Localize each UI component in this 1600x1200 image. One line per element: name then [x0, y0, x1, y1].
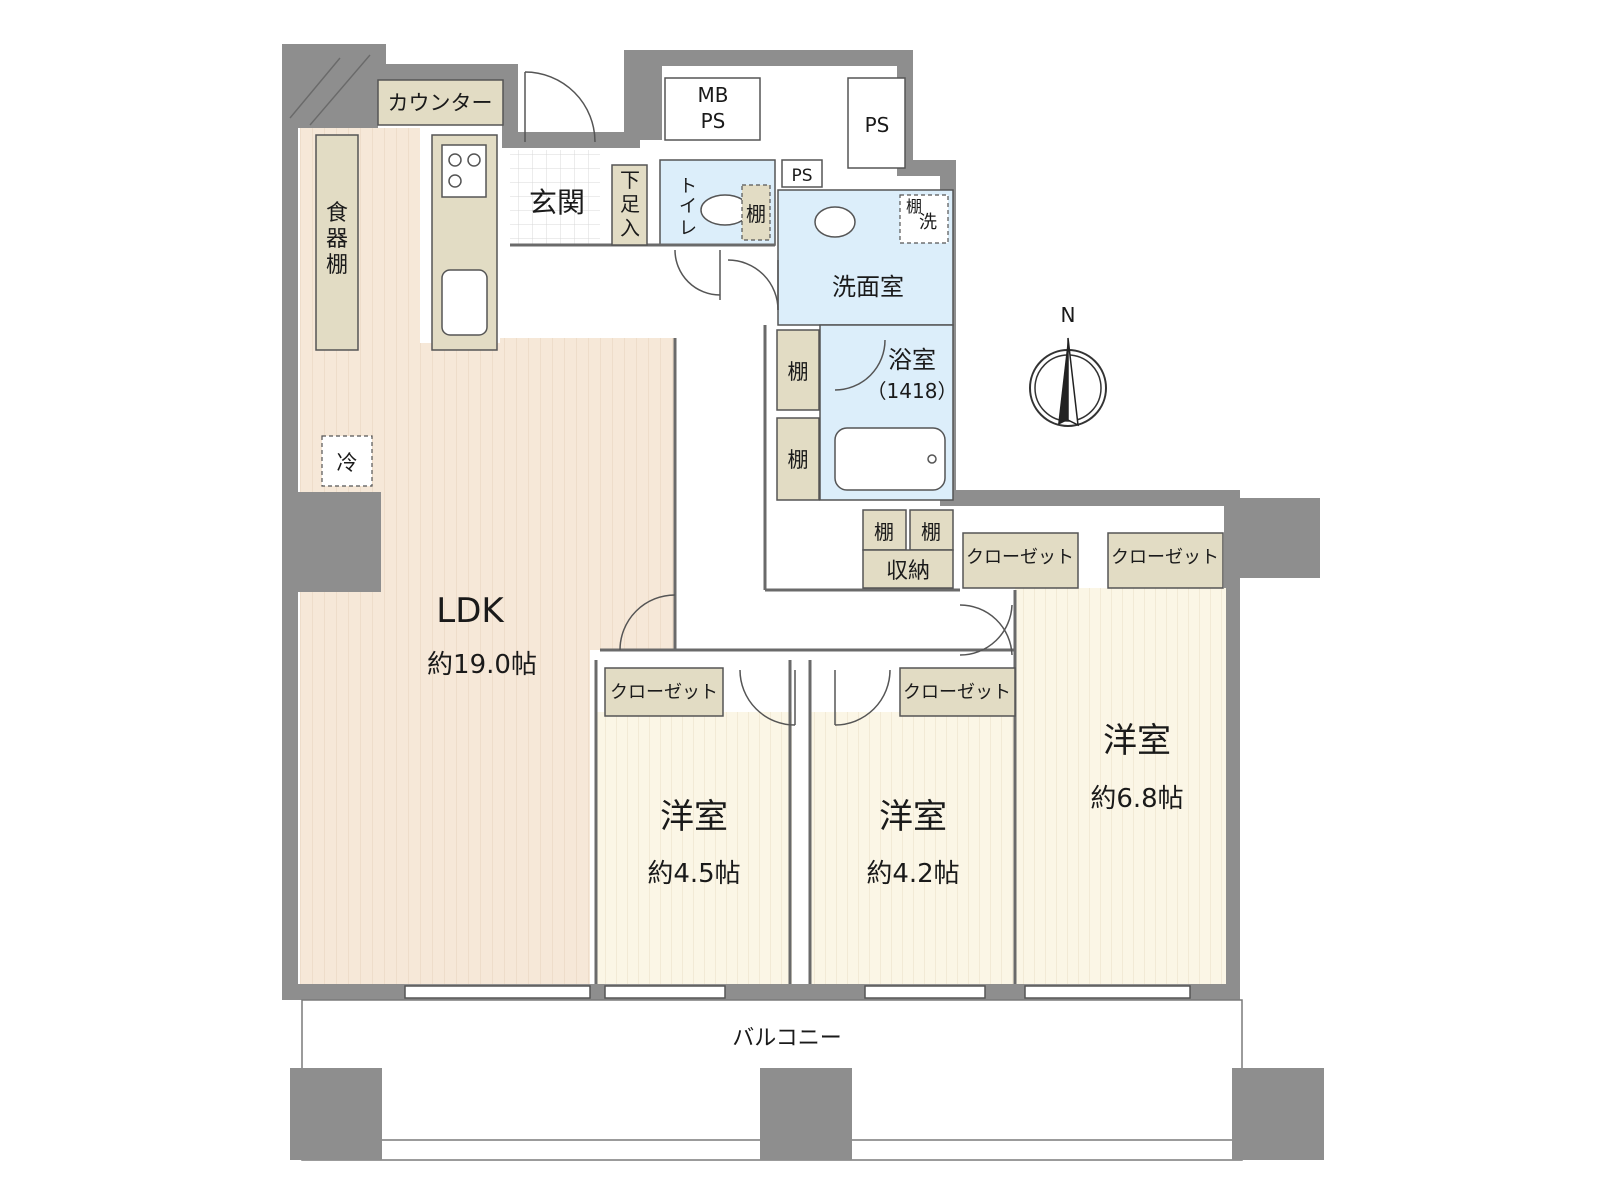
western-room-b-label: 洋室 [879, 797, 947, 837]
western-room-a-label: 洋室 [660, 797, 728, 837]
western-room-c-label: 洋室 [1103, 721, 1171, 761]
washroom-door [727, 259, 779, 311]
inner-walls [510, 243, 1017, 984]
western-room-b-size: 約4.2帖 [866, 859, 959, 889]
ldk-floor [300, 128, 675, 984]
kitchen-sink [441, 269, 488, 336]
closet-c2 [1107, 532, 1224, 589]
counter [377, 79, 504, 126]
shoe-box-label-1: 下 [620, 168, 640, 192]
closet-a [604, 667, 724, 717]
shoe-box-label-3: 入 [620, 216, 640, 240]
dish-shelf-label-1: 食 [326, 201, 348, 226]
western-room-a-size: 約4.5帖 [647, 859, 740, 889]
fridge-label: 冷 [337, 451, 358, 475]
hall-shelf-2 [776, 417, 820, 501]
western-room-b-floor [810, 712, 1015, 984]
storage-shelf-2 [909, 509, 954, 551]
compass-north: N [1061, 303, 1076, 327]
balcony [290, 999, 1324, 1161]
wash-basin [814, 206, 856, 238]
ps-label: PS [865, 113, 890, 137]
bathroom-door [834, 339, 886, 391]
room-doors [619, 594, 1013, 726]
storage-label: 収納 [886, 559, 930, 584]
ldk-label: LDK [436, 591, 505, 631]
toilet-shelf-label: 棚 [746, 202, 766, 226]
closet-c1-label: クローゼット [966, 547, 1074, 568]
toilet-label-2: イ [679, 196, 697, 217]
closet-c1 [962, 532, 1079, 589]
storage [862, 549, 954, 589]
ps-small [781, 159, 823, 188]
closet-c2-label: クローゼット [1111, 547, 1219, 568]
bathroom-label: 浴室 [888, 346, 936, 374]
mb-ps-label: PS [701, 109, 726, 133]
dish-shelf [315, 134, 359, 351]
balcony-label: バルコニー [732, 1026, 842, 1051]
washer-space [899, 194, 949, 244]
ps-shaft [847, 77, 906, 169]
hall-shelf-2-label: 棚 [788, 448, 809, 472]
hall-shelf-1-label: 棚 [788, 360, 809, 384]
ps-small-label: PS [791, 166, 812, 186]
washer-label: 洗 [919, 212, 937, 233]
western-room-a-floor [596, 712, 792, 984]
closet-b [899, 667, 1016, 717]
toilet-label-1: ト [679, 176, 697, 197]
storage-shelf-1 [862, 509, 907, 551]
stove [441, 144, 487, 198]
shoe-box-label-2: 足 [620, 192, 640, 216]
storage-shelf-2-label: 棚 [921, 520, 941, 544]
dish-shelf-label-3: 棚 [326, 253, 348, 278]
south-windows [404, 985, 1191, 999]
bathtub [834, 427, 946, 491]
compass: N [1029, 303, 1107, 427]
toilet-label-3: レ [679, 218, 697, 239]
counter-label: カウンター [388, 91, 493, 115]
fridge [321, 435, 373, 487]
washroom-label: 洗面室 [832, 273, 904, 301]
hall-shelf-1 [776, 329, 820, 411]
toilet-door [674, 249, 721, 296]
washer-shelf-label: 棚 [906, 197, 922, 216]
storage-shelf-1-label: 棚 [874, 520, 894, 544]
western-room-c-floor [1015, 588, 1226, 984]
toilet-shelf [741, 184, 771, 241]
western-room-c-size: 約6.8帖 [1090, 784, 1183, 814]
ldk-size: 約19.0帖 [427, 650, 537, 680]
closet-a-label: クローゼット [610, 682, 718, 703]
mb-ps [664, 77, 761, 141]
outer-walls [282, 44, 1240, 1000]
entrance-label: 玄関 [529, 186, 585, 219]
dish-shelf-label-2: 器 [326, 227, 348, 252]
shoe-box [611, 164, 648, 246]
entrance-door [524, 71, 596, 143]
entrance-floor [510, 150, 600, 245]
mb-label: MB [698, 83, 729, 107]
bathroom-size: （1418） [867, 379, 958, 403]
closet-b-label: クローゼット [903, 682, 1011, 703]
